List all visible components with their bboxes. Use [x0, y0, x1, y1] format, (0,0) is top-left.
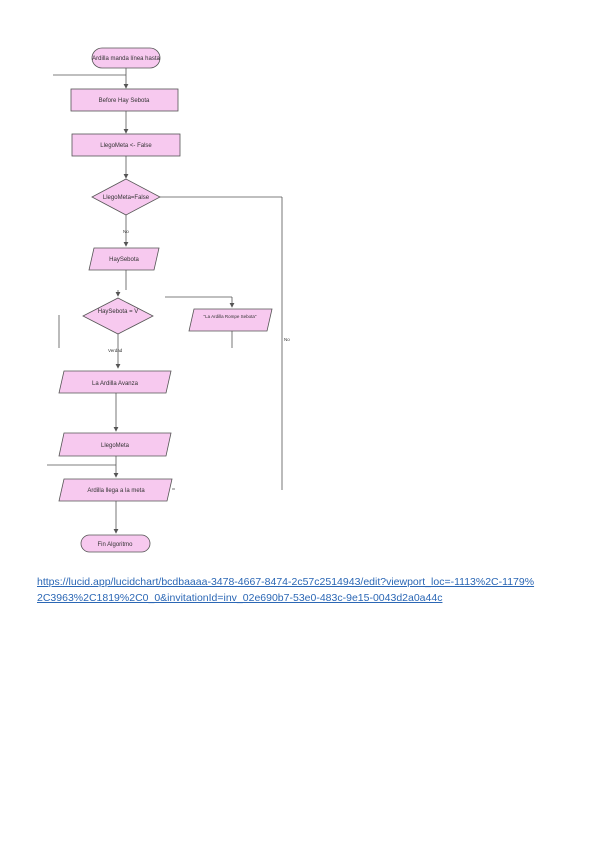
decision-loop-no-label: No	[284, 337, 290, 342]
decision-sebota-yes-label: Verdad	[108, 348, 123, 353]
io-read: HaySebota	[88, 247, 160, 271]
process-init: Before Hay Sebota	[70, 88, 179, 112]
process-assign: LlegoMeta <- False	[71, 133, 181, 157]
connectors	[47, 68, 283, 534]
decision-loop: LlegoMeta=False	[91, 178, 161, 216]
process-assign-label: LlegoMeta <- False	[100, 143, 152, 149]
io-arrive: Ardilla llega a la meta	[58, 478, 173, 502]
start-terminator: Ardilla manda línea hasta	[91, 47, 161, 69]
end-label: Fin Algoritmo	[97, 542, 133, 548]
decision-sebota: HaySebota = V	[82, 297, 154, 335]
decision-loop-label: LlegoMeta=False	[103, 195, 150, 201]
io-message-label: "La Ardilla Rompe Sebota"	[204, 314, 257, 319]
lucidchart-link[interactable]: https://lucid.app/lucidchart/bcdbaaaa-34…	[37, 576, 535, 604]
decision-loop-yes-label: No	[123, 229, 129, 234]
io-advance: La Ardilla Avanza	[58, 370, 172, 394]
end-terminator: Fin Algoritmo	[80, 534, 151, 553]
process-init-label: Before Hay Sebota	[99, 98, 150, 104]
io-advance-label: La Ardilla Avanza	[92, 381, 139, 387]
io-read-label: HaySebota	[109, 257, 139, 263]
flowchart: Ardilla manda línea hasta Before Hay Seb…	[47, 47, 290, 553]
io-goal-label: LlegoMeta	[101, 443, 130, 449]
io-message: "La Ardilla Rompe Sebota"	[188, 308, 273, 332]
start-label: Ardilla manda línea hasta	[92, 56, 160, 62]
io-goal: LlegoMeta	[58, 432, 172, 457]
decision-sebota-label: HaySebota = V	[98, 309, 139, 315]
io-arrive-label: Ardilla llega a la meta	[87, 488, 145, 494]
